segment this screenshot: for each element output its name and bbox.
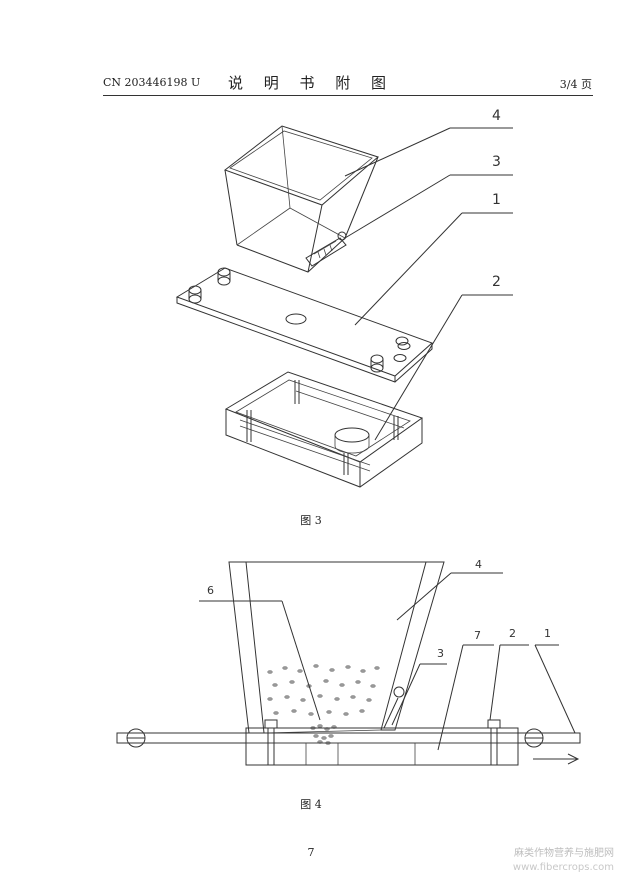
bolt-icon — [370, 354, 384, 373]
patent-number: CN 203446198 U — [103, 76, 201, 89]
fig3-label-2: 2 — [492, 274, 501, 290]
bolt-icon — [395, 336, 409, 346]
fig3-label-4: 4 — [492, 108, 501, 124]
figure-4-caption: 图 4 — [300, 798, 322, 811]
bolt-icon — [524, 728, 544, 748]
fig3-label-3: 3 — [492, 154, 501, 170]
arrow-right-icon — [533, 753, 580, 765]
bolt-icon — [217, 267, 231, 286]
figure-3-caption: 图 3 — [300, 514, 322, 527]
bolt-icon — [487, 719, 501, 765]
base-part-2 — [224, 371, 424, 488]
bolt-icon — [264, 719, 278, 765]
plate-part-1 — [175, 267, 433, 383]
page-number: 7 — [307, 846, 315, 859]
fig4-label-7: 7 — [474, 629, 481, 642]
page-count: 3/4 页 — [559, 78, 592, 91]
fig4-label-6: 6 — [207, 584, 214, 597]
header-rule — [103, 95, 593, 96]
fig4-label-4: 4 — [475, 558, 482, 571]
figure-3-drawing: 4 3 1 2 — [175, 108, 513, 488]
watermark-text: 麻类作物营养与施肥网 — [514, 848, 614, 859]
fig3-label-1: 1 — [492, 192, 501, 208]
page-title: 说 明 书 附 图 — [227, 74, 395, 92]
watermark-url: www.fibercrops.com — [512, 862, 614, 873]
fig4-label-1: 1 — [544, 627, 551, 640]
hopper-part-4 — [223, 125, 380, 273]
fig4-label-2: 2 — [509, 627, 516, 640]
fig4-label-3: 3 — [437, 647, 444, 660]
figure-4-drawing: 4 6 7 2 1 3 — [116, 558, 581, 766]
bolt-icon — [188, 285, 202, 304]
bolt-icon — [126, 728, 146, 748]
